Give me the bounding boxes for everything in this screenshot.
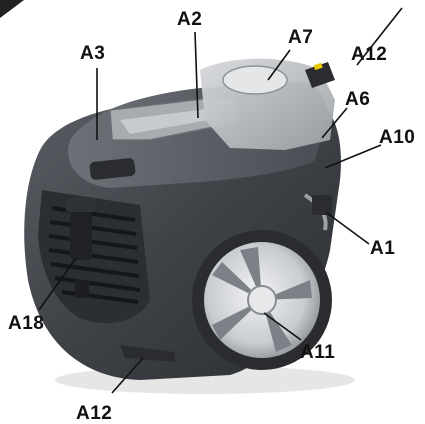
bottom-bumper [120, 345, 175, 362]
leader-a2 [194, 31, 199, 119]
label-a1: A1 [370, 238, 396, 259]
grille-slots [48, 206, 141, 304]
leader-a6 [321, 107, 348, 139]
leader-a7 [267, 49, 291, 81]
hose-inlet [305, 62, 335, 88]
handle-grip [120, 108, 220, 134]
front-bumper [312, 195, 332, 215]
leader-a1 [326, 212, 370, 245]
label-a3: A3 [80, 43, 106, 64]
label-a2: A2 [177, 9, 203, 30]
cord-plug [75, 280, 89, 298]
label-a12-top: A12 [351, 44, 388, 65]
label-a10: A10 [379, 127, 416, 148]
leader-a18 [38, 257, 77, 311]
corner-shape [0, 0, 24, 18]
label-a18: A18 [8, 313, 45, 334]
leader-lines [38, 7, 403, 394]
power-button [89, 158, 136, 180]
label-a12-bottom: A12 [76, 403, 113, 424]
leader-a11 [263, 312, 302, 341]
inlet-accent [313, 62, 323, 71]
label-a7: A7 [288, 27, 314, 48]
leader-a10 [324, 144, 382, 169]
rear-latch [70, 205, 92, 260]
rear-latch-tab [66, 198, 96, 212]
canister-lid [222, 65, 288, 95]
label-a11: A11 [300, 342, 336, 363]
label-a6: A6 [345, 89, 371, 110]
leader-a12-bottom [111, 357, 144, 394]
wheel-hub [247, 285, 277, 315]
leader-a12-top [356, 7, 403, 66]
